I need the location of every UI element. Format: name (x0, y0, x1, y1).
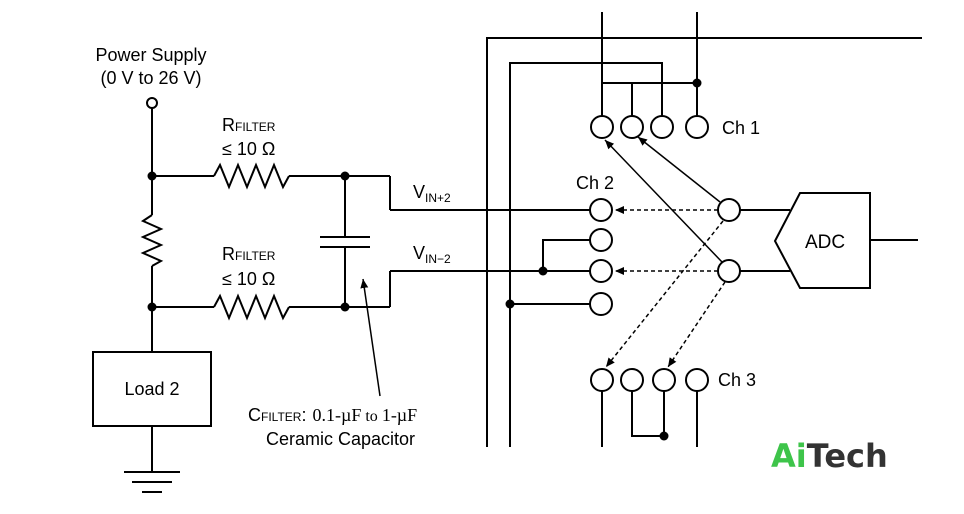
ch1-pin (685, 115, 709, 139)
junction-dot (147, 171, 157, 181)
switch-path-solid (604, 139, 723, 263)
rfilter-top-label: RFILTER (222, 115, 276, 135)
ch1-pin (590, 115, 614, 139)
junction-dot (340, 302, 350, 312)
cfilter-caption-line2: Ceramic Capacitor (266, 429, 415, 449)
mux-switch-bottom (717, 259, 741, 283)
ch2-label: Ch 2 (576, 173, 614, 193)
device-boundary (486, 37, 922, 447)
junction-dot (692, 78, 702, 88)
ch2-pin (589, 292, 613, 316)
ch1-pin (620, 115, 644, 139)
ch3-pin (652, 368, 676, 392)
ch2-pin (589, 259, 613, 283)
rfilter-bottom-value: ≤ 10 Ω (222, 269, 275, 289)
power-supply-terminal (146, 97, 158, 109)
cfilter-pointer-arrow (360, 278, 381, 397)
ch2-pin (589, 228, 613, 252)
ch3-pin (685, 368, 709, 392)
brand-logo: AiTech (771, 437, 888, 475)
rfilter-top-value: ≤ 10 Ω (222, 139, 275, 159)
mux-switch-top (717, 198, 741, 222)
load-label: Load 2 (124, 379, 179, 399)
power-supply-range: (0 V to 26 V) (100, 68, 201, 88)
vin-minus-label: VIN−2 (413, 243, 451, 266)
shunt-resistor (140, 214, 164, 267)
rfilter-bottom-resistor (213, 293, 290, 321)
ch3-pin (590, 368, 614, 392)
power-supply-label: Power Supply (95, 45, 206, 65)
junction-dot (538, 266, 548, 276)
rfilter-bottom-label: RFILTER (222, 244, 276, 264)
switch-path-solid (637, 136, 721, 203)
junction-dot (659, 431, 669, 441)
junction-dot (340, 171, 350, 181)
junction-dot (147, 302, 157, 312)
adc-label: ADC (805, 232, 845, 253)
ch3-label: Ch 3 (718, 370, 756, 390)
vin-plus-label: VIN+2 (413, 182, 451, 205)
ch1-label: Ch 1 (722, 118, 760, 138)
ch2-pin (589, 198, 613, 222)
junction-dot (505, 299, 515, 309)
ch3-pin (620, 368, 644, 392)
switch-path-dashed (605, 220, 724, 368)
switch-path-dashed (667, 281, 726, 368)
rfilter-top-resistor (213, 162, 290, 190)
ch1-pin (650, 115, 674, 139)
